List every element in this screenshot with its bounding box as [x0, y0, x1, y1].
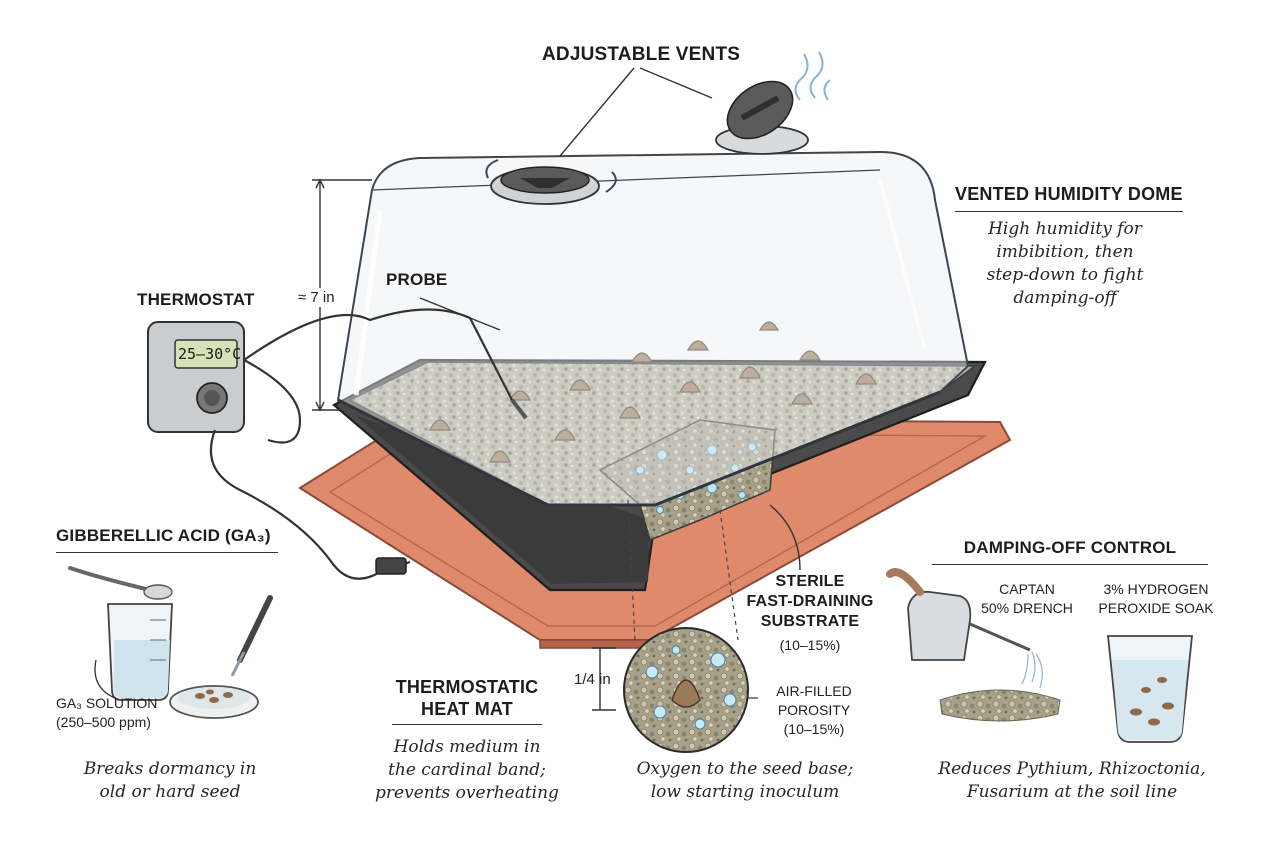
adjustable-vents-label: ADJUSTABLE VENTS: [542, 44, 741, 65]
probe-label: PROBE: [386, 270, 448, 289]
vent-right: [715, 51, 831, 155]
seeds: [429, 321, 877, 463]
thermostat-label: THERMOSTAT: [137, 290, 255, 309]
seed-depth-label: 1/4 in: [574, 671, 611, 688]
captan-label: CAPTAN 50% DRENCH: [981, 581, 1073, 616]
porosity-label: AIR-FILLED POROSITY (10–15%): [776, 683, 852, 737]
damping-off-title: DAMPING-OFF CONTROL: [932, 538, 1208, 565]
vented-dome-note: High humidity for imbibition, then step-…: [986, 219, 1144, 308]
watering-can: [886, 568, 1043, 689]
soil-patch: [939, 689, 1061, 722]
mat-cable: [209, 429, 411, 580]
ga3-solution-label: GA₃ SOLUTION (250–500 ppm): [56, 695, 158, 730]
ga3-beaker: [68, 566, 173, 701]
thermostat-device: [147, 321, 245, 433]
vent-left: [485, 159, 617, 205]
peroxide-cup: [1107, 635, 1193, 743]
dome-height-label: ≈ 7 in: [298, 288, 335, 307]
substrate-cutaway: [598, 419, 776, 542]
heat-mat-note: Holds medium in the cardinal band; preve…: [375, 737, 559, 803]
probe-cable: [243, 359, 302, 444]
humidity-dome: [336, 150, 970, 506]
ga3-title: GIBBERELLIC ACID (GA₃): [56, 526, 278, 553]
ga3-dropper-dish: [169, 595, 273, 719]
thermostat-display: 25–30°C: [178, 345, 242, 363]
damping-off-note: Reduces Pythium, Rhizoctonia, Fusarium a…: [938, 759, 1206, 802]
substrate-title: STERILE FAST-DRAINING SUBSTRATE: [746, 573, 874, 630]
vented-dome-title: VENTED HUMIDITY DOME: [955, 184, 1183, 212]
substrate-note: Oxygen to the seed base; low starting in…: [636, 759, 854, 802]
substrate-percent: (10–15%): [779, 637, 841, 653]
ga3-note: Breaks dormancy in old or hard seed: [83, 759, 257, 802]
peroxide-label: 3% HYDROGEN PEROXIDE SOAK: [1098, 581, 1214, 616]
heat-mat-title: THERMOSTATIC HEAT MAT: [392, 676, 542, 725]
